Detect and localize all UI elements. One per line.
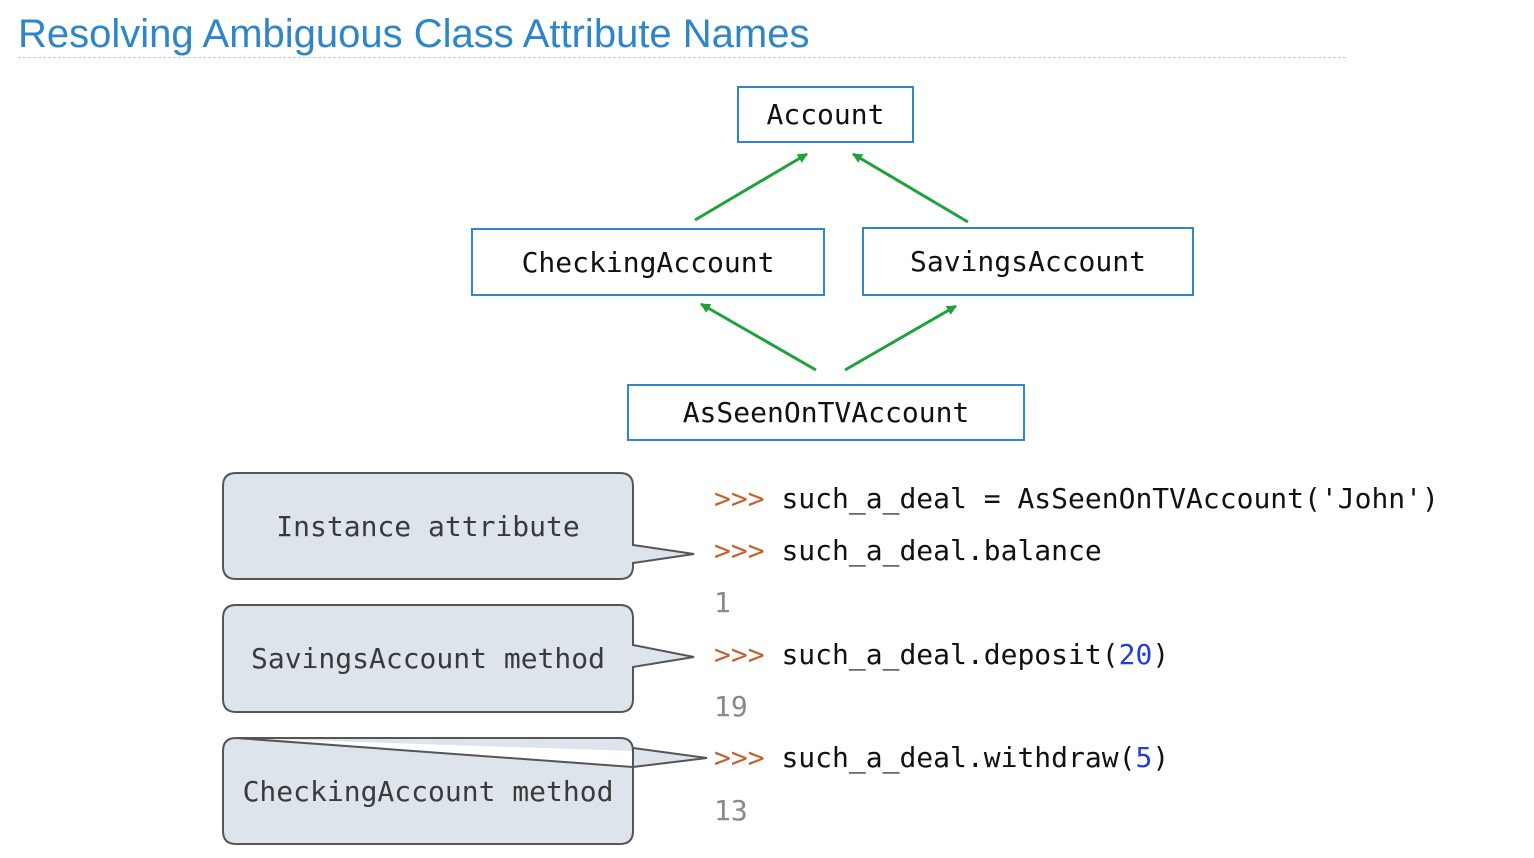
arrow-savings-to-account bbox=[852, 152, 969, 224]
title-divider bbox=[18, 57, 1346, 58]
session-line-1: >>> such_a_deal = AsSeenOnTVAccount('Joh… bbox=[714, 482, 1439, 515]
prompt-marker: >>> bbox=[714, 638, 765, 671]
arrow-tv-to-savings bbox=[844, 304, 957, 372]
callout-shape-savings-method bbox=[222, 604, 695, 713]
arrow-checking-to-account bbox=[694, 152, 808, 222]
session-code: ) bbox=[1152, 741, 1170, 774]
callout-checking-method: CheckingAccount method bbox=[242, 774, 614, 808]
session-arg-number: 5 bbox=[1135, 741, 1153, 774]
prompt-marker: >>> bbox=[714, 534, 765, 567]
callout-savings-method: SavingsAccount method bbox=[250, 642, 605, 675]
prompt-marker: >>> bbox=[714, 741, 765, 774]
session-line-3: >>> such_a_deal.deposit(20) bbox=[714, 638, 1169, 671]
callout-shape-checking-method bbox=[222, 736, 708, 845]
session-output-withdraw: 13 bbox=[714, 794, 748, 827]
session-output-balance: 1 bbox=[714, 586, 731, 619]
class-box-savings-account: SavingsAccount bbox=[862, 227, 1194, 296]
page-title: Resolving Ambiguous Class Attribute Name… bbox=[18, 12, 810, 56]
session-line-4: >>> such_a_deal.withdraw(5) bbox=[714, 741, 1169, 774]
session-arg-number: 20 bbox=[1118, 638, 1153, 671]
class-box-account: Account bbox=[737, 86, 914, 143]
session-line-2: >>> such_a_deal.balance bbox=[714, 534, 1102, 567]
callout-instance-attribute: Instance attribute bbox=[276, 509, 580, 543]
callout-shape-instance-attribute bbox=[222, 472, 695, 580]
prompt-marker: >>> bbox=[714, 482, 765, 515]
class-box-as-seen-on-tv-account: AsSeenOnTVAccount bbox=[627, 384, 1025, 441]
session-code: such_a_deal.balance bbox=[781, 534, 1102, 567]
session-output-deposit: 19 bbox=[714, 690, 748, 723]
session-code: such_a_deal.deposit( bbox=[781, 638, 1119, 671]
session-code: ) bbox=[1152, 638, 1170, 671]
class-box-checking-account: CheckingAccount bbox=[471, 228, 825, 296]
session-code: such_a_deal = AsSeenOnTVAccount('John') bbox=[781, 482, 1439, 515]
session-code: such_a_deal.withdraw( bbox=[781, 741, 1136, 774]
arrow-tv-to-checking bbox=[700, 302, 817, 372]
